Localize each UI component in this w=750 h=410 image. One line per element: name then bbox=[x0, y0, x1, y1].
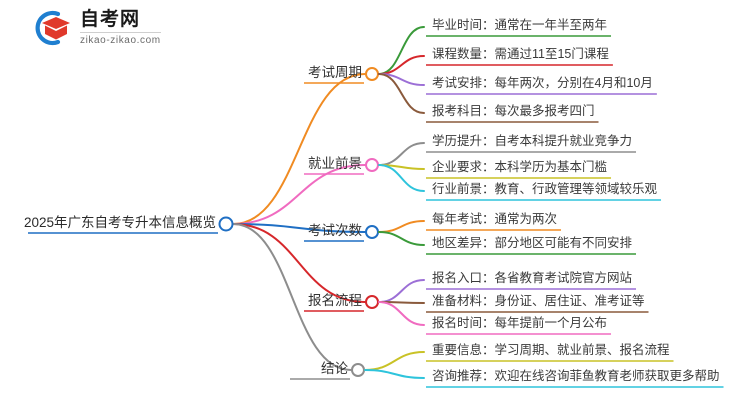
root-dot bbox=[218, 216, 234, 232]
link-branch-3-leaf-0 bbox=[378, 279, 425, 303]
leaf-label-2-0[interactable]: 每年考试：通常为两次 bbox=[432, 212, 558, 226]
branch-label-4[interactable]: 结论 bbox=[321, 361, 348, 376]
leaf-label-3-0[interactable]: 报名入口：各省教育考试院官方网站 bbox=[432, 271, 633, 285]
link-root-to-branch-2 bbox=[232, 223, 366, 233]
link-branch-4-leaf-0 bbox=[364, 351, 425, 371]
link-branch-2-leaf-1 bbox=[378, 231, 425, 246]
site-name: 自考网 bbox=[80, 10, 161, 33]
link-root-to-branch-3 bbox=[232, 223, 366, 303]
graduation-cap-arc-logo-icon bbox=[28, 8, 72, 48]
logo-svg bbox=[35, 10, 70, 46]
leaf-label-0-2[interactable]: 考试安排：每年两次，分别在4月和10月 bbox=[432, 76, 653, 90]
leaf-label-4-1[interactable]: 咨询推荐：欢迎在线咨询菲鱼教育老师获取更多帮助 bbox=[432, 369, 720, 383]
branch-dot-2 bbox=[365, 225, 379, 239]
link-branch-1-leaf-0 bbox=[378, 142, 425, 166]
link-branch-1-leaf-2 bbox=[378, 164, 425, 192]
link-root-to-branch-1 bbox=[232, 164, 366, 225]
leaf-label-2-1[interactable]: 地区差异：部分地区可能有不同安排 bbox=[432, 236, 633, 250]
leaf-label-0-3[interactable]: 报考科目：每次最多报考四门 bbox=[432, 104, 595, 118]
link-branch-0-leaf-0 bbox=[378, 26, 425, 75]
branch-label-0[interactable]: 考试周期 bbox=[308, 65, 362, 80]
root-node-label[interactable]: 2025年广东自考专升本信息概览 bbox=[23, 215, 216, 230]
logo-text: 自考网 zikao-zikao.com bbox=[80, 10, 161, 46]
link-root-to-branch-0 bbox=[232, 73, 366, 225]
leaf-label-1-0[interactable]: 学历提升：自考本科提升就业竞争力 bbox=[432, 134, 633, 148]
link-branch-4-leaf-1 bbox=[364, 369, 425, 379]
link-branch-3-leaf-2 bbox=[378, 301, 425, 326]
branch-label-2[interactable]: 考试次数 bbox=[308, 223, 362, 238]
logo-arc bbox=[35, 10, 61, 46]
link-branch-2-leaf-0 bbox=[378, 220, 425, 233]
leaf-label-3-1[interactable]: 准备材料：身份证、居住证、准考证等 bbox=[432, 294, 645, 308]
logo-cap-body bbox=[45, 25, 67, 40]
site-logo: 自考网 zikao-zikao.com bbox=[28, 8, 161, 48]
leaf-label-4-0[interactable]: 重要信息：学习周期、就业前景、报名流程 bbox=[432, 343, 670, 357]
leaf-label-3-2[interactable]: 报名时间：每年提前一个月公布 bbox=[432, 316, 608, 330]
leaf-label-1-1[interactable]: 企业要求：本科学历为基本门槛 bbox=[432, 160, 608, 174]
leaf-label-0-1[interactable]: 课程数量：需通过11至15门课程 bbox=[432, 47, 609, 61]
logo-cap-top bbox=[42, 17, 70, 29]
site-domain: zikao-zikao.com bbox=[80, 35, 161, 46]
leaf-label-1-2[interactable]: 行业前景：教育、行政管理等领域较乐观 bbox=[432, 182, 658, 196]
branch-dot-4 bbox=[351, 363, 365, 377]
branch-label-1[interactable]: 就业前景 bbox=[308, 156, 362, 171]
link-branch-0-leaf-3 bbox=[378, 73, 425, 114]
link-root-to-branch-4 bbox=[232, 223, 352, 371]
leaf-label-0-0[interactable]: 毕业时间：通常在一年半至两年 bbox=[432, 18, 608, 32]
branch-dot-1 bbox=[365, 158, 379, 172]
branch-dot-0 bbox=[365, 67, 379, 81]
branch-dot-3 bbox=[365, 295, 379, 309]
branch-label-3[interactable]: 报名流程 bbox=[308, 293, 362, 308]
